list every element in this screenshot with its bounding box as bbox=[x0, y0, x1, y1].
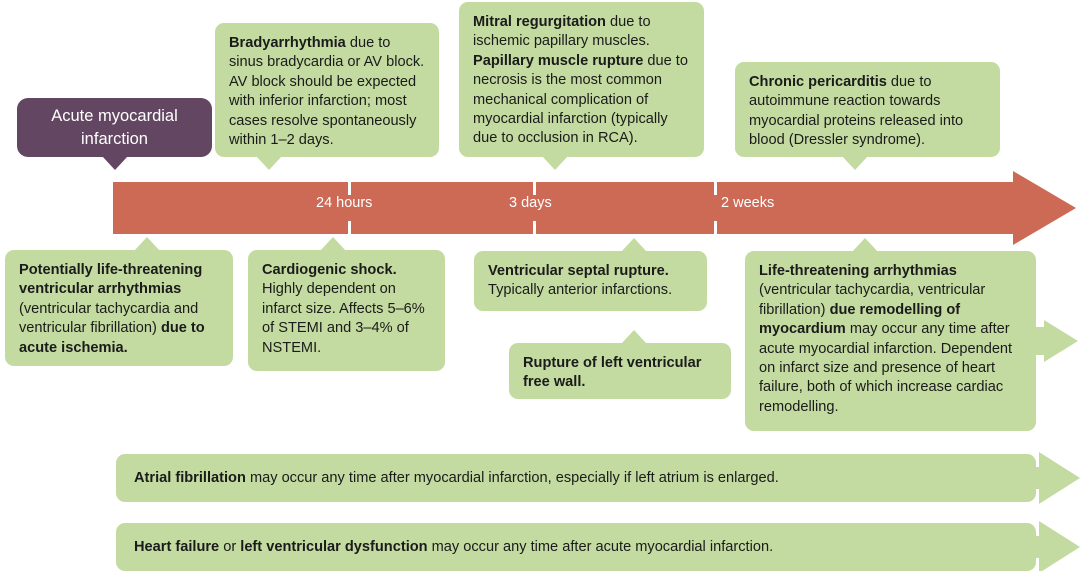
timeline-label-2-weeks: 2 weeks bbox=[721, 195, 775, 211]
bar-atrial-fibrillation-text: Atrial fibrillation may occur any time a… bbox=[134, 470, 779, 486]
callout-chronic-pericarditis-text: Chronic pericarditis due to autoimmune r… bbox=[749, 74, 964, 149]
callout-ventricular-septal-rupture: Ventricular septal rupture. Typically an… bbox=[474, 238, 707, 311]
timeline-tick-2-bottom bbox=[533, 221, 536, 234]
remodelling-arrow-neck bbox=[1034, 327, 1045, 355]
bar-atrial-fibrillation: Atrial fibrillation may occur any time a… bbox=[116, 454, 1036, 502]
timeline-tick-1-top bbox=[348, 182, 351, 195]
callout-life-threatening-arrhythmias-remodelling: Life-threatening arrhythmias (ventricula… bbox=[745, 238, 1036, 431]
callout-rupture-left-ventricular-free-wall: Rupture of left ventricular free wall. bbox=[509, 330, 731, 399]
callout-mitral-regurgitation-text: Mitral regurgitation due to ischemic pap… bbox=[473, 14, 688, 147]
bar-heart-failure-text: Heart failure or left ventricular dysfun… bbox=[134, 539, 774, 555]
timeline-arrowhead bbox=[1013, 171, 1076, 245]
callout-mitral-regurgitation: Mitral regurgitation due to ischemic pap… bbox=[459, 2, 704, 170]
callout-rupture-free-wall-text: Rupture of left ventricular free wall. bbox=[523, 355, 702, 391]
timeline-label-3-days: 3 days bbox=[509, 195, 552, 211]
remodelling-arrow-head bbox=[1044, 320, 1078, 362]
atrial-fibrillation-arrow-head bbox=[1039, 452, 1080, 504]
callout-chronic-pericarditis: Chronic pericarditis due to autoimmune r… bbox=[735, 62, 1000, 170]
timeline-label-24-hours: 24 hours bbox=[316, 195, 373, 211]
timeline-tick-1-bottom bbox=[348, 221, 351, 234]
start-node-label: Acute myocardial infarction bbox=[51, 107, 178, 148]
callout-cardiogenic-shock-text: Cardiogenic shock. Highly dependent on i… bbox=[262, 262, 425, 356]
timeline-arrow: 24 hours 3 days 2 weeks bbox=[113, 171, 1080, 245]
bar-heart-failure: Heart failure or left ventricular dysfun… bbox=[116, 523, 1036, 571]
callout-ventricular-arrhythmias-text: Potentially life-threatening ventricular… bbox=[19, 262, 205, 356]
timeline-tick-3-top bbox=[714, 182, 717, 195]
timeline-tick-3-bottom bbox=[714, 221, 717, 234]
heart-failure-arrow-head bbox=[1039, 521, 1080, 571]
timeline-shaft bbox=[113, 182, 1021, 234]
callout-ventricular-septal-rupture-text: Ventricular septal rupture. Typically an… bbox=[488, 263, 673, 299]
timeline-tick-2-top bbox=[533, 182, 536, 195]
callout-remodelling-text: Life-threatening arrhythmias (ventricula… bbox=[759, 263, 1013, 415]
callout-bradyarrhythmia: Bradyarrhythmia due to sinus bradycardia… bbox=[215, 23, 439, 170]
start-node-acute-myocardial-infarction: Acute myocardial infarction bbox=[17, 98, 212, 170]
callout-cardiogenic-shock: Cardiogenic shock. Highly dependent on i… bbox=[248, 237, 445, 371]
callout-bradyarrhythmia-text: Bradyarrhythmia due to sinus bradycardia… bbox=[229, 35, 425, 149]
callout-ventricular-arrhythmias: Potentially life-threatening ventricular… bbox=[5, 237, 233, 366]
